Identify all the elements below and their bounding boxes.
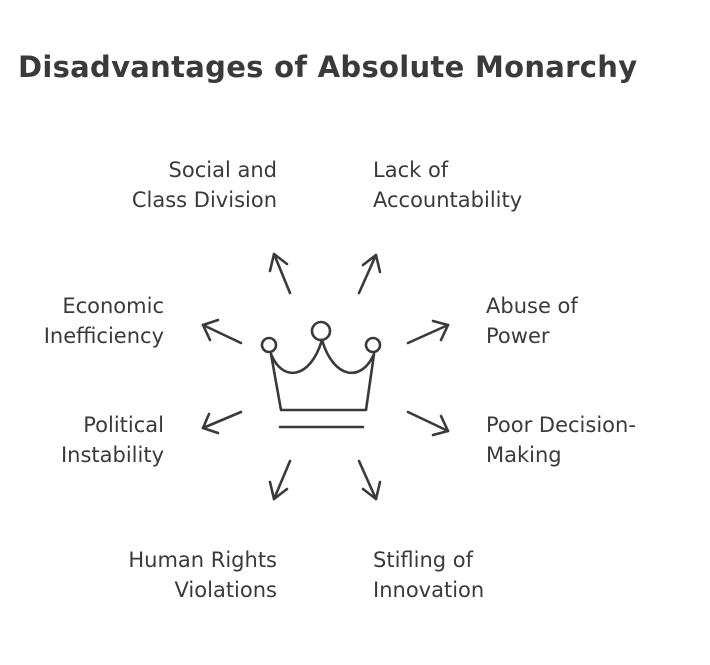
label-social-line1: Social and xyxy=(168,158,277,182)
label-innovation: Stifling of Innovation xyxy=(373,545,484,605)
label-economic: Economic Inefficiency xyxy=(44,291,164,351)
label-abuse-line2: Power xyxy=(486,324,550,348)
label-political-line2: Instability xyxy=(60,443,164,467)
label-decision-line2: Making xyxy=(486,443,562,467)
label-innovation-line1: Stifling of xyxy=(373,548,474,572)
label-economic-line1: Economic xyxy=(62,294,164,318)
label-political-line1: Political xyxy=(83,413,164,437)
label-innovation-line2: Innovation xyxy=(373,578,485,602)
label-decision-line1: Poor Decision- xyxy=(486,413,636,437)
label-accountability: Lack of Accountability xyxy=(373,155,522,215)
label-economic-line2: Inefficiency xyxy=(43,324,164,348)
label-political: Political Instability xyxy=(61,410,164,470)
label-social-line2: Class Division xyxy=(131,188,277,212)
arrow-social xyxy=(268,252,292,295)
arrow-abuse xyxy=(406,319,450,345)
arrow-innovation xyxy=(357,459,382,501)
arrow-rights xyxy=(268,459,292,501)
arrow-accountability xyxy=(357,253,382,295)
label-social: Social and Class Division xyxy=(132,155,277,215)
label-accountability-line1: Lack of xyxy=(373,158,449,182)
label-decision: Poor Decision- Making xyxy=(486,410,636,470)
crown-icon xyxy=(260,320,382,429)
label-abuse-line1: Abuse of xyxy=(486,294,578,318)
label-rights: Human Rights Violations xyxy=(128,545,277,605)
label-rights-line1: Human Rights xyxy=(128,548,277,572)
label-rights-line2: Violations xyxy=(174,578,277,602)
arrow-economic xyxy=(201,318,243,345)
label-accountability-line2: Accountability xyxy=(373,188,523,212)
arrow-political xyxy=(201,410,243,435)
diagram-title: Disadvantages of Absolute Monarchy xyxy=(18,50,638,84)
label-abuse: Abuse of Power xyxy=(486,291,578,351)
arrow-decision xyxy=(406,410,450,437)
